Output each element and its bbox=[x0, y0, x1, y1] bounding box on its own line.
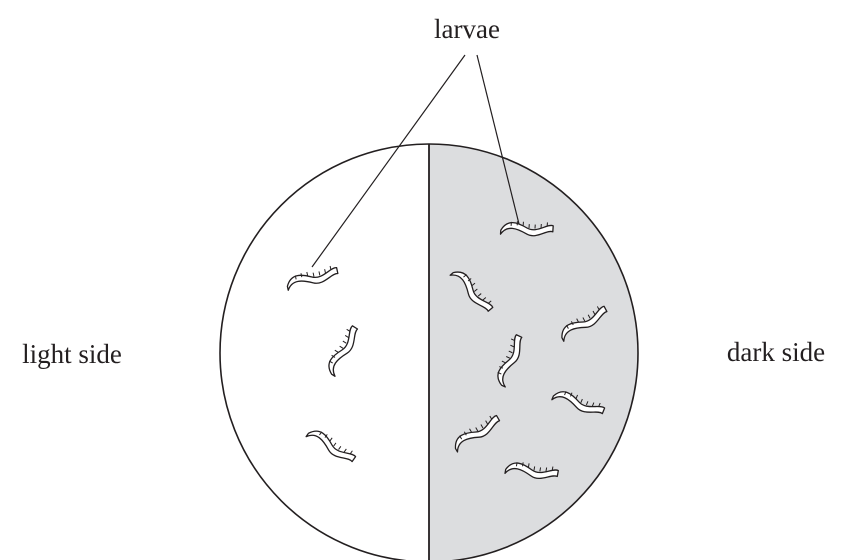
larva-icon bbox=[306, 424, 357, 466]
larvae-light-group bbox=[285, 265, 362, 467]
larva-icon bbox=[285, 265, 339, 290]
light-side-label: light side bbox=[22, 339, 122, 369]
petri-dish bbox=[220, 144, 638, 560]
larva-icon bbox=[322, 324, 362, 376]
dark-side-label: dark side bbox=[727, 337, 825, 367]
larvae-label: larvae bbox=[434, 14, 500, 44]
